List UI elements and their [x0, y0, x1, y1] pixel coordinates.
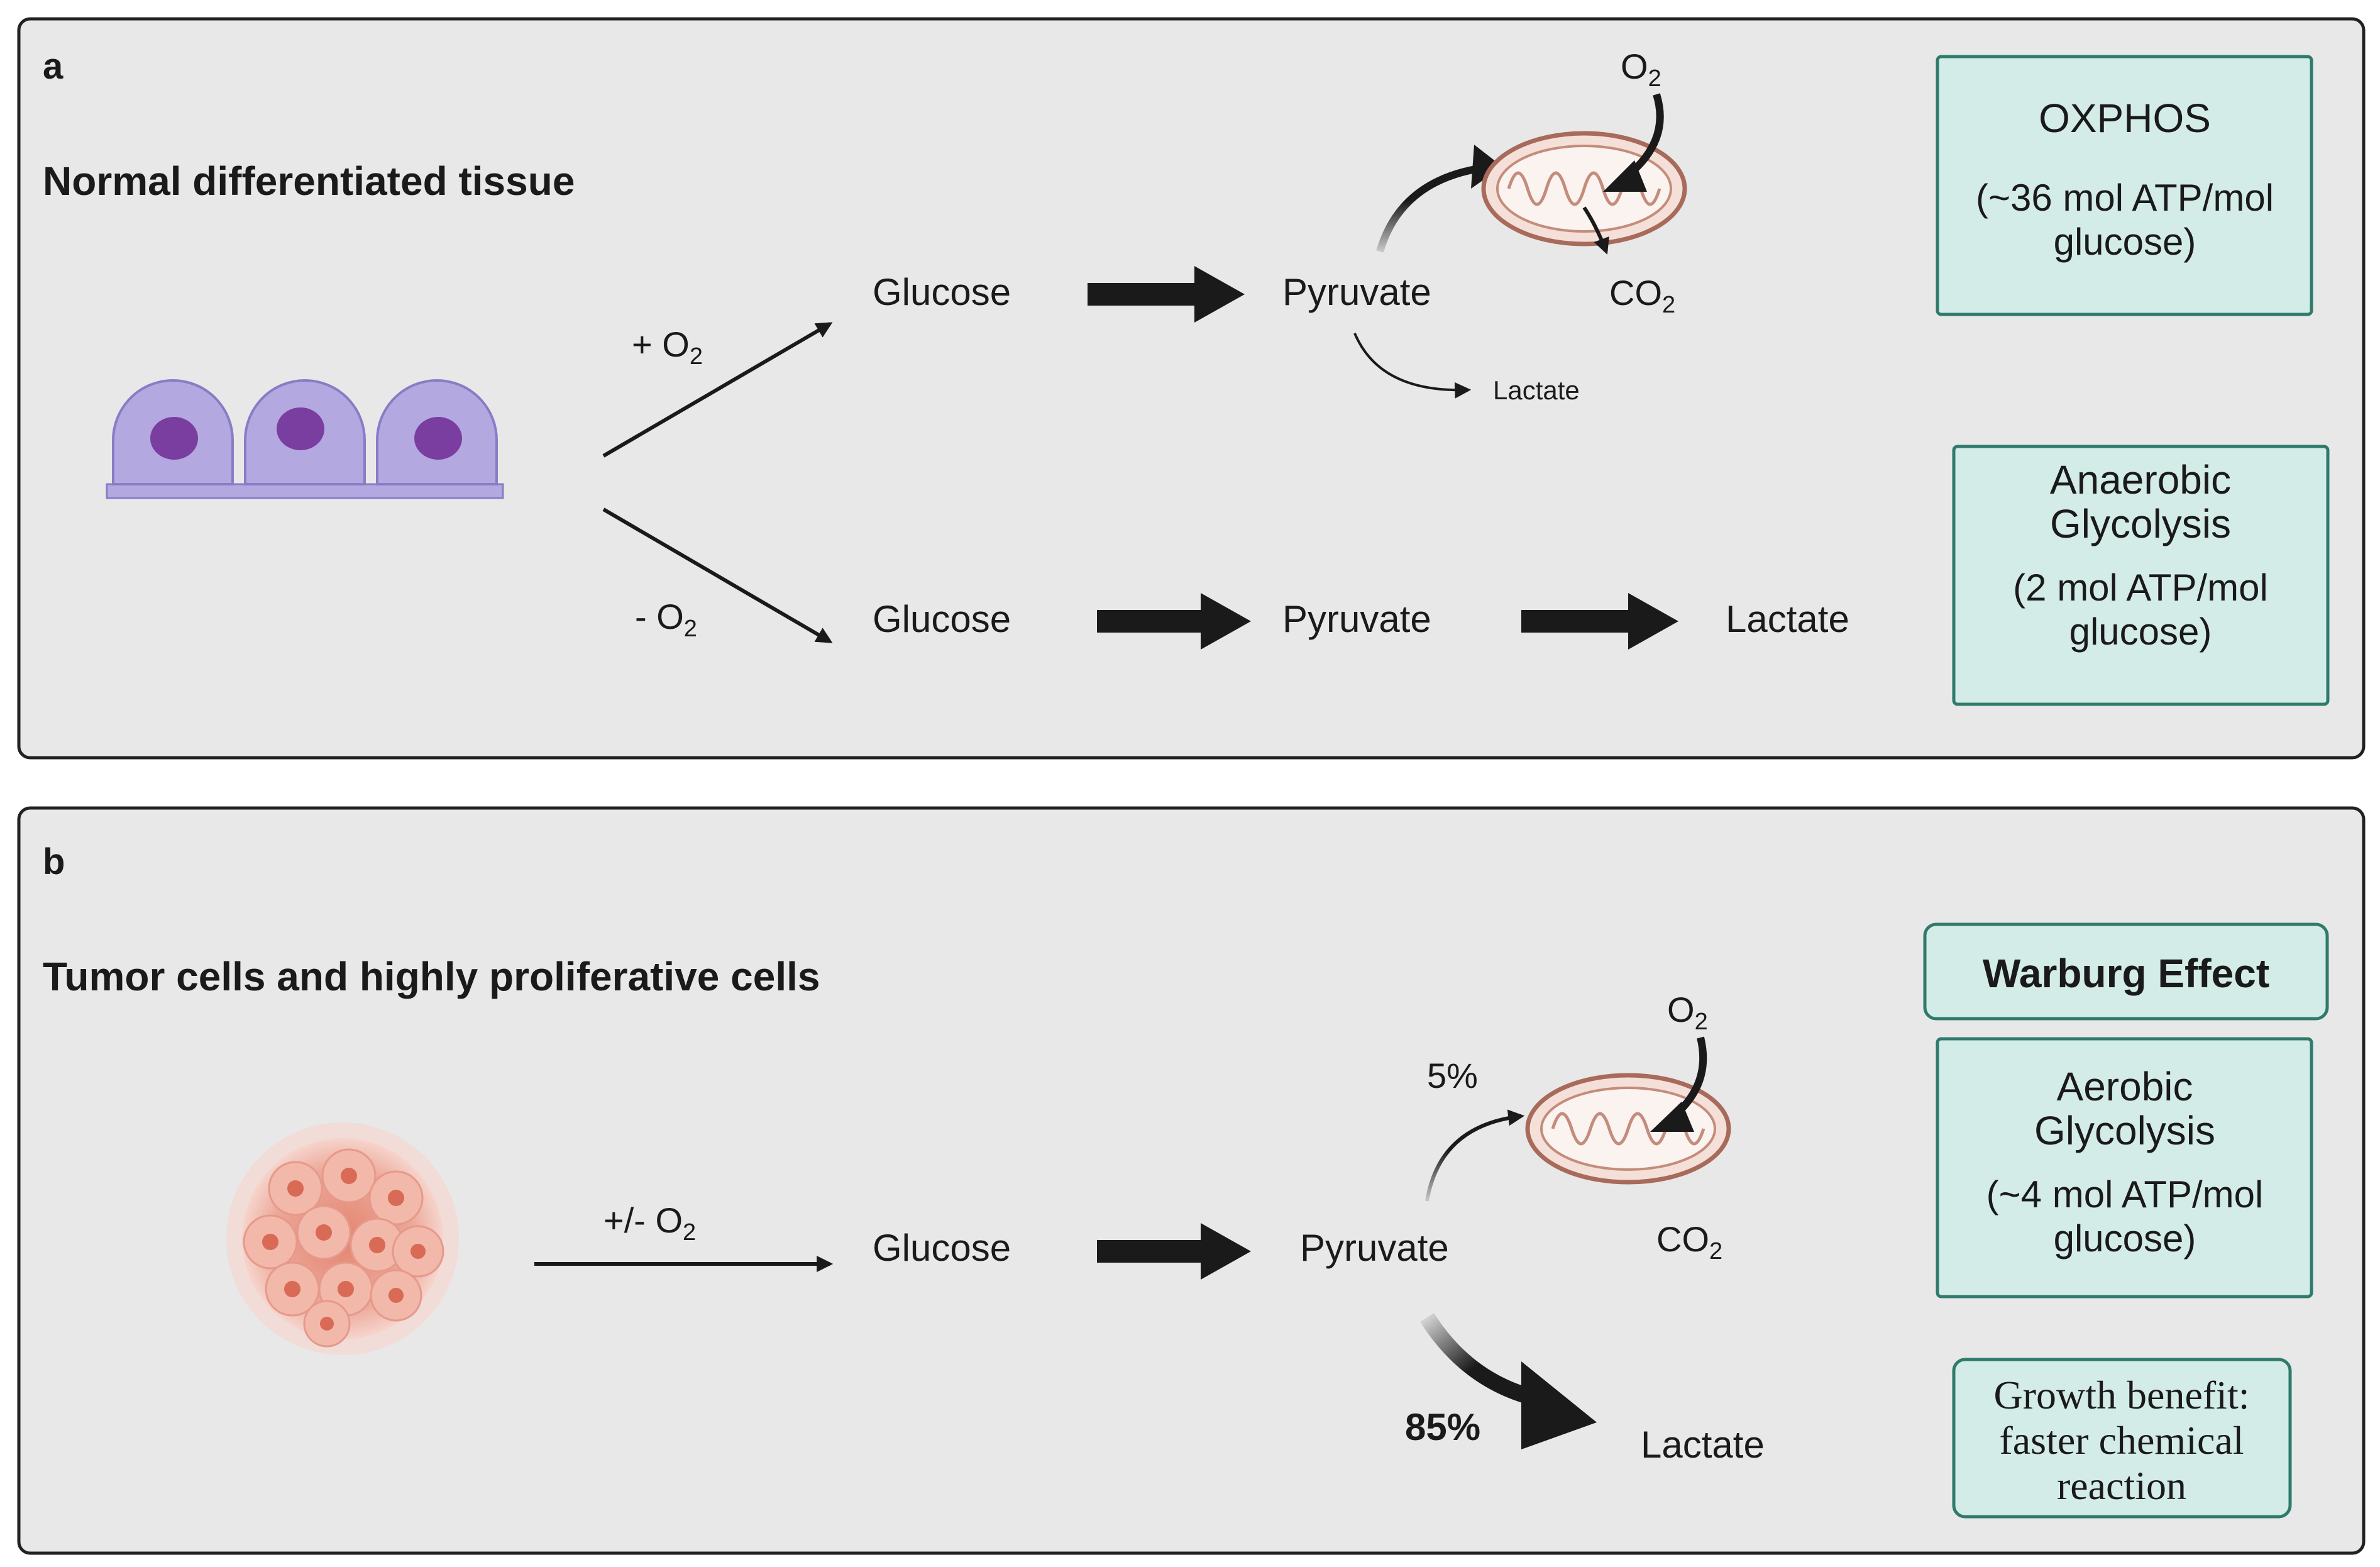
- oxphos-box: [1936, 55, 2313, 316]
- o2-arrow-head: [1603, 160, 1647, 192]
- normal-cells-illustration: [106, 379, 504, 499]
- aerobic-pyruvate-label: Pyruvate: [1282, 271, 1431, 313]
- normal-cell: [376, 379, 498, 485]
- aerobic-box-title1: Aerobic: [2057, 1064, 2193, 1109]
- panel-b-letter: b: [43, 841, 65, 882]
- lactate-arrow-head: [1521, 1361, 1597, 1449]
- pyruvate-to-mito-arrow: [1376, 163, 1494, 253]
- b-glucose-label: Glucose: [873, 1227, 1011, 1269]
- minor-lactate-arrow: [1353, 333, 1472, 399]
- normal-cell: [112, 379, 234, 485]
- tumor-cell-cluster-icon: [226, 1122, 459, 1355]
- aerobic-yield-line2: glucose): [2054, 1217, 2196, 1260]
- normal-cell: [244, 379, 366, 485]
- anaerobic-glucose-label: Glucose: [873, 598, 1011, 640]
- co2-label: CO2: [1609, 273, 1675, 318]
- oxphos-yield-line1: (~36 mol ATP/mol: [1976, 177, 2274, 219]
- o2-label: O2: [1621, 47, 1661, 92]
- anaerobic-pyruvate-label: Pyruvate: [1282, 598, 1431, 640]
- block-arrow: [1088, 266, 1245, 323]
- co2-arrow: [1582, 206, 1609, 255]
- panel-b-title: Tumor cells and highly proliferative cel…: [43, 954, 820, 999]
- aerobic-yield-line1: (~4 mol ATP/mol: [1986, 1173, 2264, 1215]
- b-o2-label: O2: [1667, 990, 1708, 1035]
- o2-arrow-head: [1650, 1102, 1694, 1132]
- block-arrow: [1521, 593, 1678, 650]
- aerobic-glycolysis-box: [1936, 1037, 2313, 1298]
- b-condition-label: +/- O2: [603, 1200, 696, 1246]
- anaerobic-box-title2: Glycolysis: [2050, 501, 2231, 546]
- warburg-effect-box: [1923, 922, 2329, 1021]
- pyruvate-to-mito-arrow: [1425, 1109, 1525, 1202]
- pyruvate-to-lactate-arrow: [1420, 1313, 1530, 1404]
- pct-lactate-label: 85%: [1405, 1406, 1480, 1448]
- block-arrow: [1097, 1223, 1251, 1280]
- panel-b: [17, 806, 2366, 1555]
- b-lactate-label: Lactate: [1641, 1424, 1765, 1466]
- aerobic-condition-label: + O2: [632, 324, 703, 370]
- growth-benefit-box: [1952, 1358, 2292, 1519]
- aerobic-glucose-label: Glucose: [873, 271, 1011, 313]
- growth-benefit-line3: reaction: [2057, 1463, 2186, 1508]
- oxphos-yield-line2: glucose): [2054, 221, 2196, 263]
- growth-benefit-line2: faster chemical: [1999, 1418, 2244, 1463]
- growth-benefit-line1: Growth benefit:: [1994, 1373, 2250, 1417]
- oxphos-title: OXPHOS: [2039, 96, 2211, 141]
- anaerobic-yield-line1: (2 mol ATP/mol: [2013, 567, 2268, 609]
- anaerobic-lactate-label: Lactate: [1726, 598, 1849, 640]
- panel-a-title: Normal differentiated tissue: [43, 158, 575, 204]
- branch-arrow-anaerobic: [602, 507, 833, 643]
- mitochondrion-icon: [1525, 1073, 1731, 1185]
- panel-a-letter: a: [43, 46, 63, 87]
- panel-a: [17, 17, 2366, 760]
- warburg-effect-label: Warburg Effect: [1983, 951, 2269, 996]
- block-arrow: [1097, 593, 1251, 650]
- b-pyruvate-label: Pyruvate: [1300, 1227, 1449, 1269]
- anaerobic-box-title1: Anaerobic: [2050, 457, 2231, 502]
- minor-lactate-label: Lactate: [1493, 375, 1580, 405]
- branch-arrow-aerobic: [602, 322, 833, 458]
- anaerobic-glycolysis-box: [1952, 445, 2330, 706]
- aerobic-box-title2: Glycolysis: [2034, 1108, 2215, 1153]
- anaerobic-condition-label: - O2: [635, 597, 697, 642]
- pct-mito-label: 5%: [1427, 1056, 1478, 1095]
- b-co2-label: CO2: [1656, 1219, 1722, 1265]
- anaerobic-yield-line2: glucose): [2069, 611, 2212, 653]
